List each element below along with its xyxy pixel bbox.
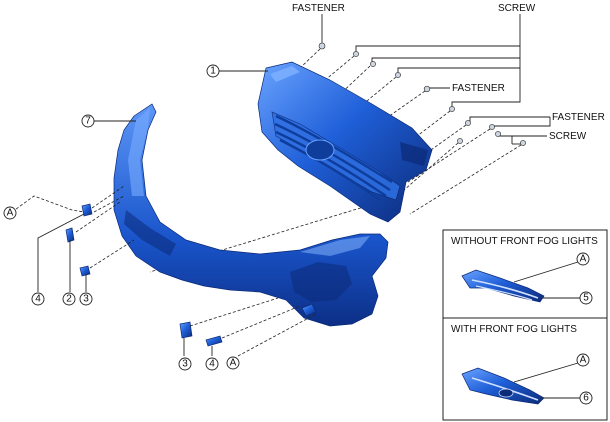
callout-4-left: 4 [35,294,41,305]
callout-circle-a-left [3,206,17,220]
callout-circle-5 [579,291,593,305]
callout-7: 7 [85,116,91,127]
callout-circle-4-bottom [205,357,219,371]
callout-a-bottom: A [230,358,237,369]
label-screw-right: SCREW [549,131,587,142]
callout-6: 6 [583,393,589,404]
left-clip-parts [11,185,135,292]
callout-circle-3-bottom [178,357,192,371]
callout-circle-2 [62,292,76,306]
callout-a-inset-1: A [580,254,587,265]
callout-circle-4-left [31,292,45,306]
inset-title-with-fog: WITH FRONT FOG LIGHTS [451,324,577,335]
label-screw-top: SCREW [498,3,536,14]
fastener-screw-heads [318,42,526,146]
bezel-without-fog [461,269,545,303]
callout-a-inset-2: A [580,355,587,366]
callout-circle-a-inset-2 [576,353,590,367]
leader-lines [321,14,551,145]
callout-circle-6 [579,391,593,405]
callout-circle-3-left [79,292,93,306]
callout-5: 5 [583,293,589,304]
callout-3-bottom: 3 [182,359,188,370]
callout-circle-a-bottom [226,356,240,370]
front-bumper [113,103,389,327]
inset-title-without-fog: WITHOUT FRONT FOG LIGHTS [451,236,598,247]
bezel-with-fog [461,367,545,405]
callout-4-bottom: 4 [209,359,215,370]
callout-a-left: A [7,208,14,219]
front-grille [257,61,433,223]
label-fastener-right: FASTENER [552,112,605,123]
callout-circle-7 [81,114,95,128]
callout-3-left: 3 [83,294,89,305]
callout-1: 1 [210,66,216,77]
bottom-clip-parts [179,297,317,357]
label-fastener-top: FASTENER [292,3,345,14]
leader-a-inset-2 [513,362,579,383]
callout-circle-a-inset-1 [576,252,590,266]
leader-a-inset-1 [513,261,579,283]
label-fastener-mid: FASTENER [452,83,505,94]
callout-circle-1 [206,64,220,78]
callout-2: 2 [66,294,72,305]
